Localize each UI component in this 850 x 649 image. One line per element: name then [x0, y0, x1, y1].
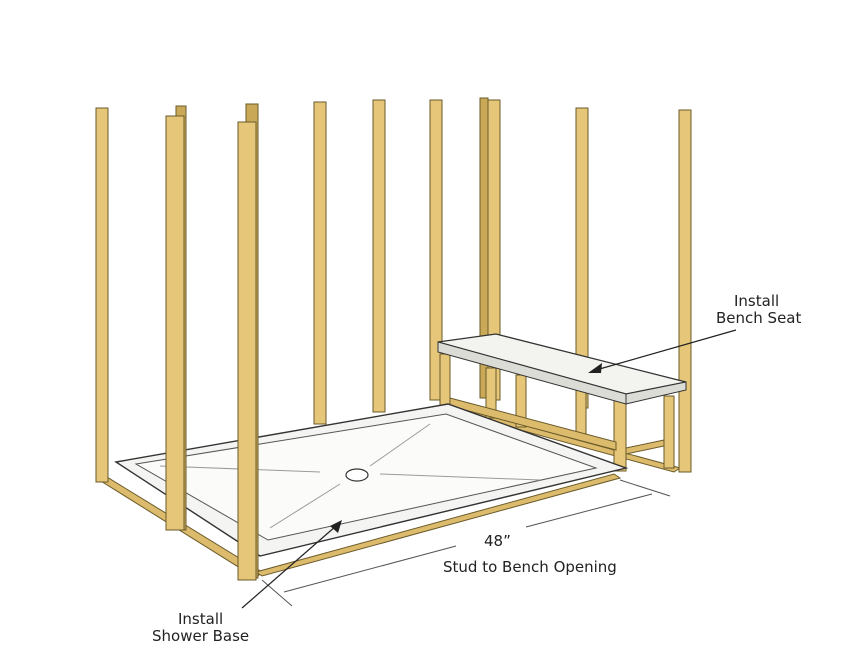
- bench-leader: [595, 329, 737, 371]
- bench-rail: [625, 439, 665, 455]
- drain: [345, 468, 369, 482]
- dimension-caption: Stud to Bench Opening: [443, 558, 617, 576]
- extension-line: [261, 579, 293, 607]
- slope-line: [369, 423, 431, 467]
- bench-frame: [439, 353, 675, 472]
- stud: [678, 109, 692, 473]
- slope-line: [269, 483, 341, 529]
- slope-line: [379, 473, 541, 481]
- bench-seat: [437, 333, 687, 405]
- dimension-48: 48” Stud to Bench Opening: [261, 479, 671, 607]
- bench-seat-side-edge: [625, 381, 687, 405]
- stud: [95, 107, 109, 483]
- dimension-value: 48”: [484, 532, 511, 550]
- bench-leg: [663, 395, 675, 469]
- dimension-line: [525, 493, 653, 528]
- arrowhead-icon: [588, 363, 602, 373]
- base-leader: [241, 525, 337, 609]
- stud: [372, 99, 386, 413]
- stud: [237, 121, 257, 581]
- bench-leg: [613, 394, 627, 472]
- back-wall-studs: [313, 97, 692, 473]
- stud: [429, 99, 443, 401]
- base-label-line1: Install: [178, 610, 223, 628]
- bench-leg: [485, 367, 497, 419]
- extension-line: [619, 479, 671, 497]
- bench-label-line2: Bench Seat: [716, 309, 801, 327]
- front-bottom-plate: [254, 473, 622, 577]
- bench-rail: [449, 397, 617, 451]
- stud: [313, 101, 327, 425]
- bench-leg: [439, 353, 451, 411]
- arrowhead-icon: [330, 520, 342, 533]
- stud: [165, 115, 185, 531]
- callout-shower-base: Install Shower Base: [152, 520, 342, 645]
- callout-bench-seat: Install Bench Seat: [588, 292, 801, 373]
- dimension-line: [283, 545, 457, 593]
- bench-label-line1: Install: [734, 292, 779, 310]
- front-wall-studs: [95, 103, 259, 581]
- base-label-line2: Shower Base: [152, 627, 249, 645]
